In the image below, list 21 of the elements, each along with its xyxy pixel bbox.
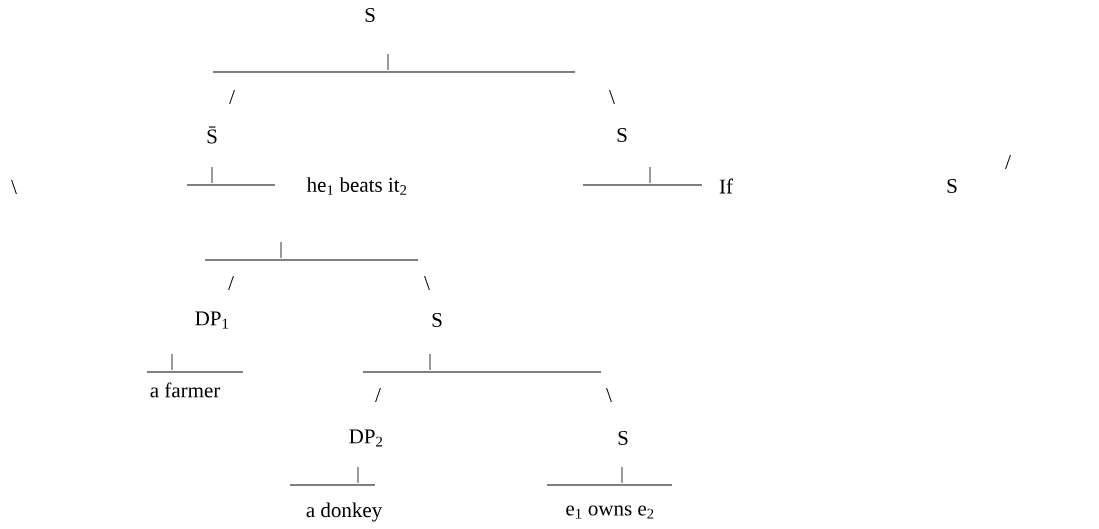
slash-mark: \ [424, 275, 430, 290]
slash-mark: \ [11, 179, 17, 194]
slash-mark: / [375, 387, 381, 402]
slash-mark: / [228, 275, 234, 290]
node-label: S [947, 178, 957, 194]
node-label: If [719, 178, 733, 194]
node-label: S̄ [207, 126, 217, 144]
slash-mark: \ [606, 387, 612, 402]
node-label: S [432, 312, 442, 328]
node-label: e$_{1}$ owns e$_{2}$ [566, 505, 654, 519]
node-label: a farmer [150, 382, 221, 398]
slash-mark: / [1005, 154, 1011, 169]
node-label: he$_{1}$ beats it$_{2}$ [306, 177, 407, 195]
node-label: S [618, 430, 628, 446]
slash-mark: \ [609, 89, 615, 104]
node-label: a donkey [306, 502, 383, 522]
node-label: S [365, 7, 375, 23]
node-label: S [617, 127, 627, 143]
node-label: DP$_{1}$ [195, 311, 228, 329]
slash-mark: / [229, 89, 235, 104]
node-label: DP$_{2}$ [349, 429, 383, 447]
